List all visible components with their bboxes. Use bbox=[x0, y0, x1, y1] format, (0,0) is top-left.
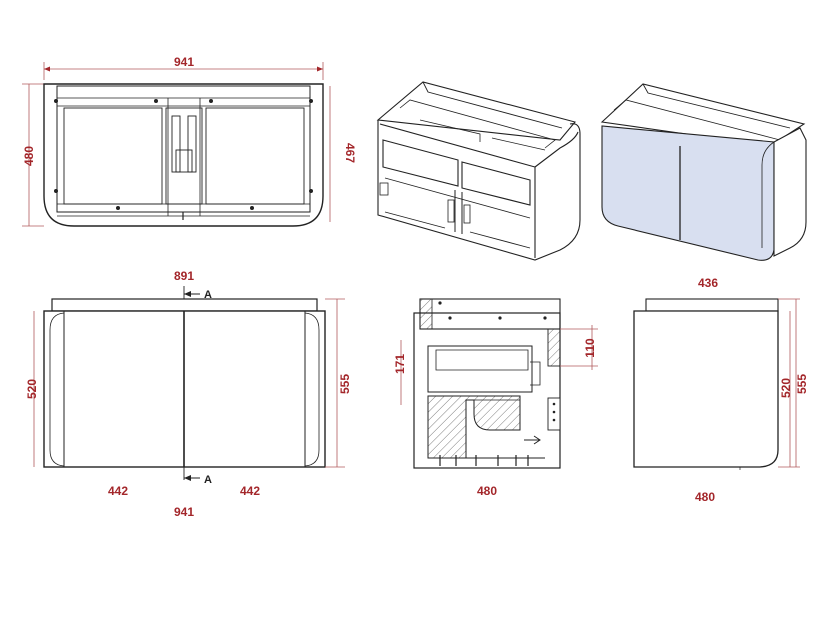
top-inner-depth-label: 467 bbox=[343, 143, 357, 163]
front-inner-width-label: 891 bbox=[174, 269, 194, 283]
section-mark-bottom: A bbox=[204, 474, 212, 486]
section-view: 171 110 480 bbox=[393, 298, 598, 498]
front-overall-height-label: 555 bbox=[338, 374, 352, 394]
front-left-door-label: 442 bbox=[108, 484, 128, 498]
top-depth-label: 480 bbox=[22, 146, 36, 166]
front-right-door-label: 442 bbox=[240, 484, 260, 498]
section-depth-label: 480 bbox=[477, 484, 497, 498]
section-drawer-height-label: 171 bbox=[393, 354, 407, 374]
front-view: 891 A A 555 520 442 442 941 bbox=[25, 269, 352, 519]
front-height-label: 520 bbox=[25, 379, 39, 399]
side-view: 436 520 555 480 bbox=[633, 276, 809, 504]
iso-view-doors bbox=[600, 83, 807, 261]
top-width-label: 941 bbox=[174, 55, 194, 69]
side-depth-label: 480 bbox=[695, 490, 715, 504]
top-view: 941 480 467 bbox=[22, 55, 357, 227]
front-overall-width-label: 941 bbox=[174, 505, 194, 519]
section-top-rail-label: 110 bbox=[583, 338, 597, 358]
section-mark-top: A bbox=[204, 289, 212, 301]
side-height-label: 520 bbox=[779, 378, 793, 398]
side-overall-height-label: 555 bbox=[795, 374, 809, 394]
side-top-depth-label: 436 bbox=[698, 276, 718, 290]
iso-view-carcass bbox=[376, 81, 581, 261]
